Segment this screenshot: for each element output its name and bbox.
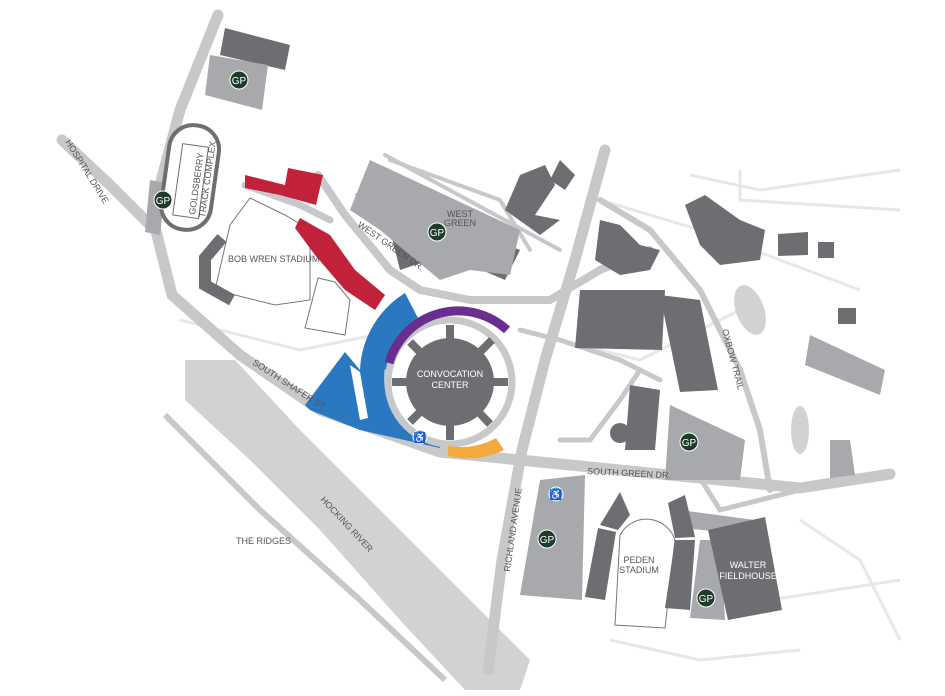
label-walter: WALTER: [730, 560, 767, 570]
footpaths: [179, 168, 902, 662]
svg-text:GP: GP: [699, 594, 714, 605]
road-west-green-dr: [314, 171, 654, 304]
wheelchair-icon[interactable]: ♿: [548, 486, 564, 502]
bob-wren-stadium: [214, 197, 311, 306]
convocation-center: [406, 338, 494, 426]
gp-badge[interactable]: GP: [229, 70, 249, 90]
svg-text:GP: GP: [540, 535, 555, 546]
label-south-green-dr: SOUTH GREEN DR.: [587, 466, 671, 480]
gp-badge[interactable]: GP: [537, 529, 557, 549]
label-peden: PEDEN: [623, 555, 654, 565]
label-fieldhouse: FIELDHOUSE: [719, 571, 777, 581]
road-richland: [482, 144, 611, 676]
label-convocation: CONVOCATION: [417, 369, 483, 379]
svg-text:GP: GP: [682, 438, 697, 449]
label-bob-wren: BOB WREN STADIUM: [228, 254, 319, 264]
parking-orange: [448, 438, 504, 459]
svg-text:GP: GP: [232, 76, 247, 87]
svg-text:♿: ♿: [414, 431, 426, 444]
roads: [56, 9, 896, 676]
label-stadium: STADIUM: [619, 565, 659, 575]
road-hospital-drive: [56, 134, 156, 231]
gp-badge[interactable]: GP: [427, 222, 447, 242]
peden-stadium: [614, 518, 676, 629]
parking-blue: [305, 293, 440, 448]
parking-purple: [384, 306, 511, 365]
ponds: [734, 285, 809, 454]
peden-stands: [585, 492, 782, 620]
gp-badge[interactable]: GP: [696, 588, 716, 608]
gp-badge[interactable]: GP: [679, 432, 699, 452]
svg-text:GP: GP: [156, 196, 171, 207]
svg-text:GP: GP: [430, 228, 445, 239]
label-green: GREEN: [444, 218, 476, 228]
label-center: CENTER: [431, 380, 469, 390]
label-ridges: THE RIDGES: [236, 536, 291, 546]
svg-text:♿: ♿: [550, 488, 562, 501]
parking-red: [245, 168, 323, 205]
label-oxbow: OXBOW TRAIL: [720, 328, 746, 391]
gp-badge[interactable]: GP: [153, 190, 173, 210]
wheelchair-icon[interactable]: ♿: [412, 429, 428, 445]
road-ridges: [162, 412, 448, 683]
buildings-light: [145, 55, 885, 620]
label-west: WEST: [447, 209, 474, 219]
hocking-river: [185, 360, 530, 690]
